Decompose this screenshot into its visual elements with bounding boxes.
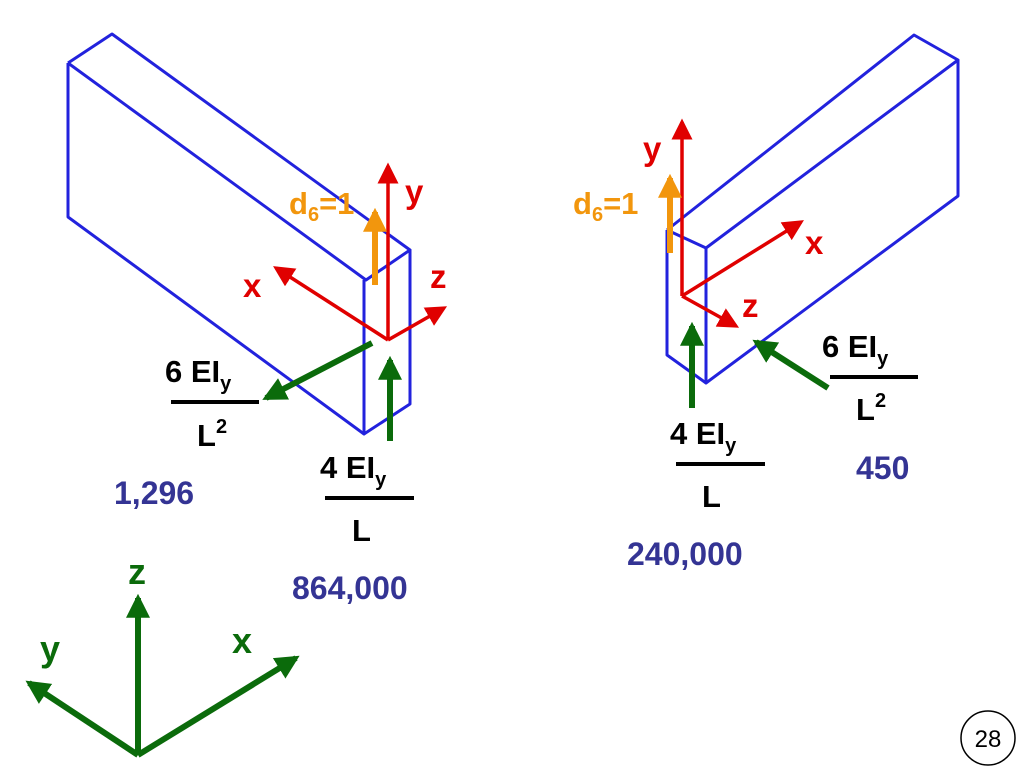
right-fraction-a-numerator: 6 EIy: [822, 329, 889, 370]
left-value-a: 1,296: [114, 475, 194, 511]
left-beam: [66, 32, 412, 436]
right-displacement: d6=1: [573, 173, 682, 253]
right-local-x-label: x: [805, 224, 824, 261]
left-local-x-axis: [273, 266, 389, 342]
page-number-circle: [960, 710, 1016, 766]
left-local-axes: y x z: [243, 162, 448, 342]
right-local-y-label: y: [643, 130, 662, 167]
right-fraction-a: 6 EIy L2 450: [822, 329, 918, 486]
right-displacement-label: d6=1: [573, 186, 638, 226]
right-fraction-b-denominator: L: [702, 479, 721, 514]
global-axes: z y x: [25, 551, 300, 758]
left-fraction-a: 6 EIy L2 1,296: [114, 354, 259, 511]
global-y-axis: [25, 680, 140, 758]
left-moment-arrow: [262, 340, 374, 401]
right-fraction-b-numerator: 4 EIy: [670, 416, 737, 457]
left-local-z-axis: [387, 306, 448, 342]
global-y-label: y: [40, 628, 60, 669]
right-local-z-axis: [681, 294, 740, 328]
left-local-x-label: x: [243, 267, 262, 304]
right-moment-arrow: [752, 339, 830, 391]
global-x-label: x: [232, 620, 252, 661]
left-local-y-label: y: [405, 173, 424, 210]
right-value-a: 450: [856, 450, 909, 486]
left-fraction-a-numerator: 6 EIy: [165, 354, 232, 395]
right-local-x-axis: [681, 220, 804, 298]
right-beam: [665, 33, 960, 385]
left-reactions: [262, 340, 402, 441]
right-fraction-b: 4 EIy L 240,000: [627, 416, 765, 572]
left-displacement-label: d6=1: [289, 186, 354, 226]
left-local-z-label: z: [430, 258, 447, 295]
right-local-z-label: z: [742, 287, 759, 324]
global-z-label: z: [128, 551, 146, 592]
right-local-axes: y x z: [643, 118, 824, 328]
right-reactions: [680, 321, 830, 408]
global-x-axis: [136, 655, 300, 758]
page-number: 28: [960, 710, 1016, 766]
left-displacement: d6=1: [289, 186, 387, 285]
left-fraction-a-denominator: L2: [197, 416, 227, 453]
page-number-text: 28: [975, 726, 1002, 753]
left-value-b: 864,000: [292, 570, 408, 606]
left-fraction-b-numerator: 4 EIy: [320, 450, 387, 491]
left-fraction-b: 4 EIy L 864,000: [292, 450, 414, 606]
right-value-b: 240,000: [627, 536, 743, 572]
left-fraction-b-denominator: L: [352, 513, 371, 548]
right-fraction-a-denominator: L2: [856, 390, 886, 427]
